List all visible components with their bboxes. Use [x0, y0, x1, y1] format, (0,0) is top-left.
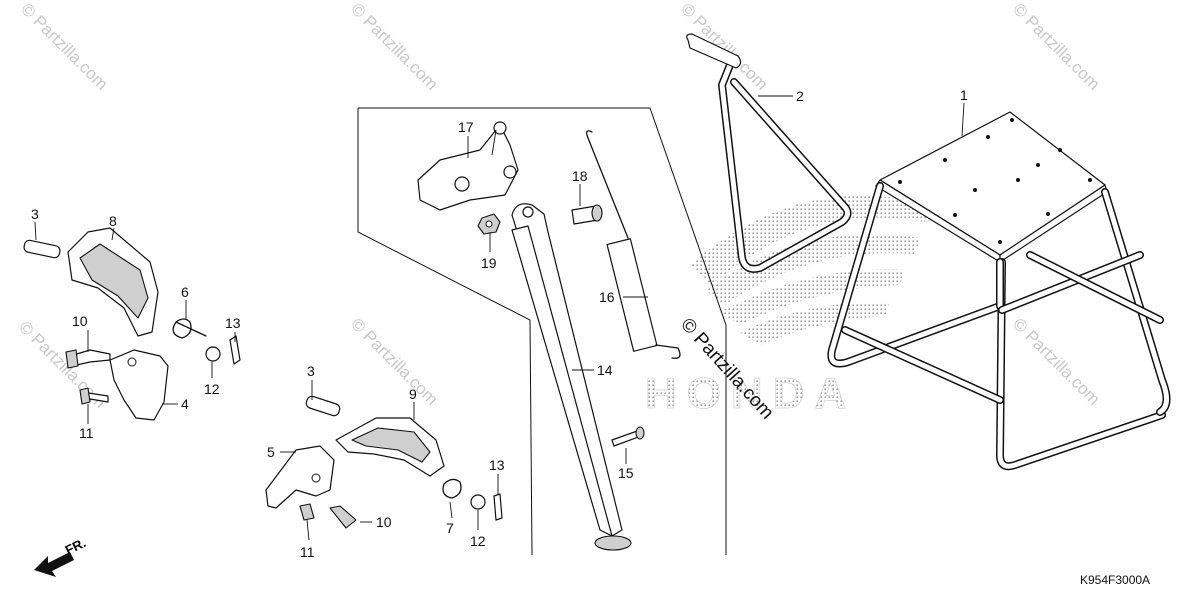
- callout-5: 5: [267, 444, 275, 460]
- honda-wordmark: HONDA: [645, 369, 856, 418]
- footrest-assembly-left: [265, 395, 503, 541]
- callout-11-left: 11: [300, 544, 315, 560]
- callout-16: 16: [599, 289, 615, 305]
- callout-4: 4: [181, 396, 189, 412]
- watermark-mid-center: © Partzilla.com: [347, 314, 441, 408]
- callout-6: 6: [181, 284, 189, 300]
- callout-13-left: 13: [489, 457, 505, 473]
- triangle-stand: [686, 33, 852, 273]
- callout-12-right: 12: [204, 381, 220, 397]
- stand-bracket: [417, 121, 519, 211]
- leader-lines: [34, 95, 965, 530]
- callout-15: 15: [618, 465, 634, 481]
- callout-3-left: 3: [307, 363, 315, 379]
- callout-7: 7: [446, 520, 454, 536]
- work-stand: [827, 111, 1171, 471]
- honda-wing-logo: HONDA: [645, 195, 930, 418]
- callout-labels: 1 2 3 3 4 5 6 7 8 9 10 10 11 11 12 12 13…: [31, 87, 1150, 587]
- watermark-mid-right: © Partzilla.com: [1009, 314, 1103, 408]
- callout-3-right: 3: [31, 206, 39, 222]
- callout-1: 1: [960, 87, 968, 103]
- callout-11-right: 11: [79, 425, 94, 441]
- footrest-assembly-right: [23, 227, 241, 421]
- side-stand-spring: [586, 130, 681, 359]
- watermark-top-right: © Partzilla.com: [1009, 0, 1103, 94]
- callout-19: 19: [481, 255, 497, 271]
- callout-8: 8: [109, 213, 117, 229]
- callout-9: 9: [409, 386, 417, 402]
- callout-18: 18: [572, 168, 588, 184]
- callout-12-left: 12: [470, 533, 486, 549]
- callout-10-right: 10: [72, 313, 88, 329]
- front-direction-indicator: FR.: [34, 535, 88, 577]
- callout-17: 17: [458, 119, 474, 135]
- side-stand: [511, 203, 632, 551]
- watermark-top-center-left: © Partzilla.com: [347, 0, 441, 94]
- diagram-code: K954F3000A: [1080, 573, 1150, 587]
- stand-hardware: [477, 204, 645, 447]
- callout-13-right: 13: [225, 315, 241, 331]
- assembly-frame: [357, 107, 727, 556]
- callout-2: 2: [796, 88, 804, 104]
- watermark-top-left: © Partzilla.com: [17, 0, 111, 94]
- callout-14: 14: [597, 362, 613, 378]
- callout-10-left: 10: [376, 514, 392, 530]
